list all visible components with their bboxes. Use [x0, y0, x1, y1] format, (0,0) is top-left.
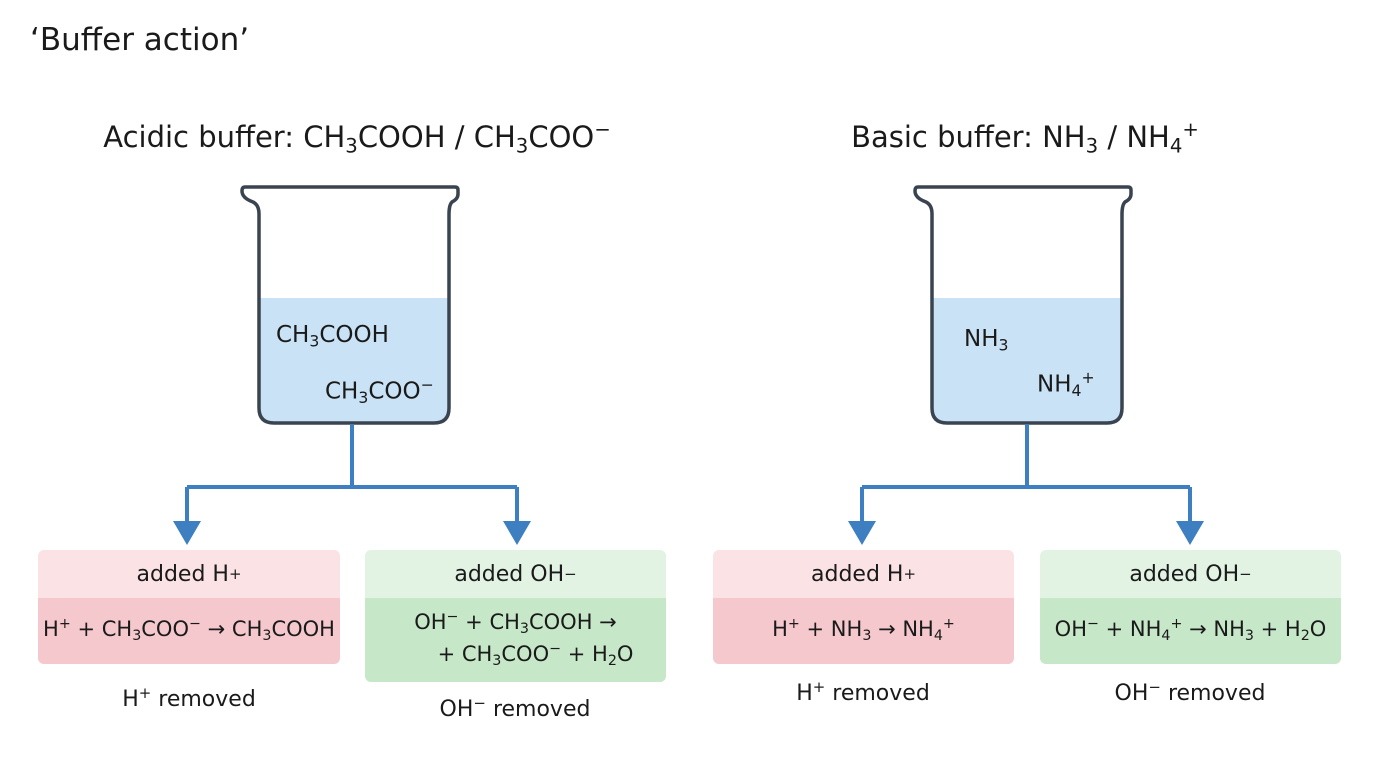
left-added-oh-equation-line1: OH− + CH3COOH →: [414, 609, 617, 638]
right-species-base: NH3: [964, 326, 1009, 355]
left-arrowhead-base: [503, 521, 531, 545]
left-beaker-outline: [240, 185, 460, 425]
right-added-oh-equation: OH− + NH4+ → NH3 + H2O: [1040, 598, 1341, 664]
right-arrowhead-base: [1176, 521, 1204, 545]
right-species-conjugate-acid: NH4+: [1037, 368, 1095, 400]
right-added-h-equation: H+ + NH3 → NH4+: [713, 598, 1014, 664]
right-panel-title: Basic buffer: NH3 / NH4+: [851, 118, 1199, 158]
left-added-h-header: added H+: [38, 550, 340, 598]
right-split-arrows: [860, 424, 1192, 523]
right-added-oh-box: added OH− OH− + NH4+ → NH3 + H2O: [1040, 550, 1341, 664]
right-added-oh-header: added OH−: [1040, 550, 1341, 598]
left-oh-removed-label: OH− removed: [439, 694, 591, 723]
left-h-removed-label: H+ removed: [122, 684, 256, 713]
left-added-oh-box: added OH− OH− + CH3COOH → + CH3COO− + H2…: [365, 550, 666, 682]
page-title: ‘Buffer action’: [30, 22, 250, 58]
left-added-oh-equation: OH− + CH3COOH → + CH3COO− + H2O: [365, 598, 666, 682]
left-added-oh-header: added OH−: [365, 550, 666, 598]
left-added-h-equation: H+ + CH3COO− → CH3COOH: [38, 598, 340, 664]
right-beaker: [913, 185, 1133, 425]
right-added-h-header: added H+: [713, 550, 1014, 598]
right-h-removed-label: H+ removed: [796, 678, 930, 707]
left-arrowhead-acid: [173, 521, 201, 545]
right-added-h-box: added H+ H+ + NH3 → NH4+: [713, 550, 1014, 664]
right-oh-removed-label: OH− removed: [1114, 678, 1266, 707]
right-beaker-outline: [913, 185, 1133, 425]
left-panel-title: Acidic buffer: CH3COOH / CH3COO−: [103, 118, 611, 158]
right-beaker-solution: [932, 298, 1122, 423]
right-arrowhead-acid: [848, 521, 876, 545]
left-species-acid: CH3COOH: [276, 322, 389, 351]
left-split-arrows: [185, 424, 519, 523]
left-added-oh-equation-line2: + CH3COO− + H2O: [437, 641, 634, 669]
left-species-conjugate-base: CH3COO−: [325, 375, 434, 407]
left-beaker: [240, 185, 460, 425]
left-beaker-solution: [259, 298, 449, 423]
left-added-h-box: added H+ H+ + CH3COO− → CH3COOH: [38, 550, 340, 664]
